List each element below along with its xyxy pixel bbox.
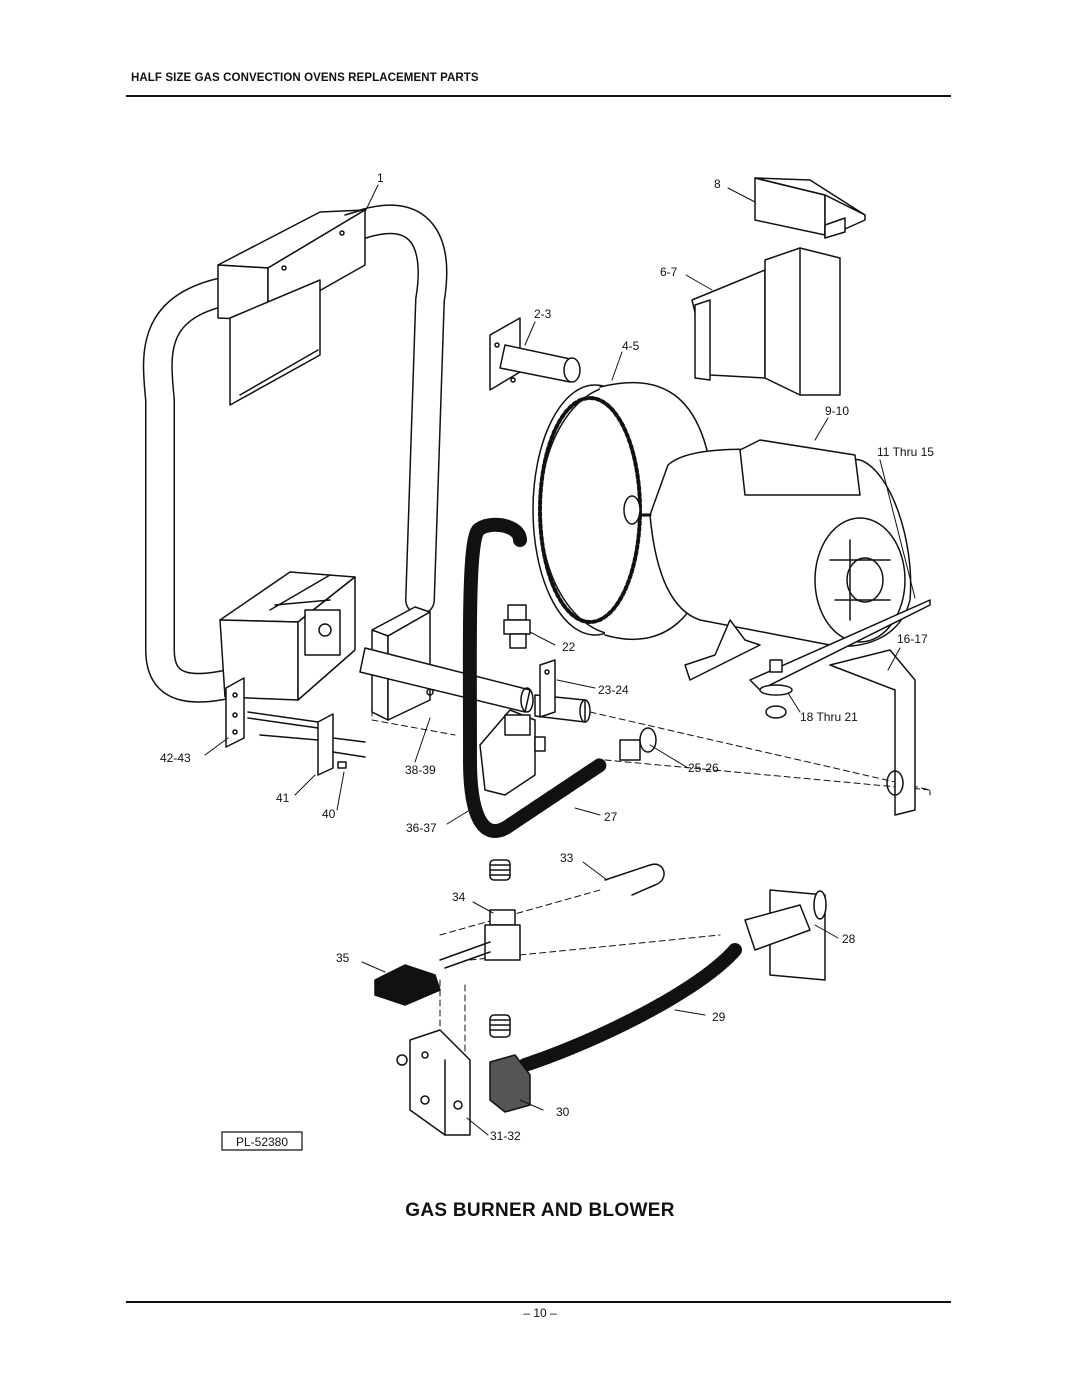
figure-caption: GAS BURNER AND BLOWER [405, 1200, 675, 1221]
bracket-42-43 [225, 677, 245, 748]
motor-cover-8 [754, 177, 866, 239]
callout-33: 33 [560, 851, 574, 865]
callout-23-24: 23-24 [598, 683, 629, 697]
burner-tube [142, 204, 448, 703]
pilot-valve-34 [439, 909, 521, 969]
callout-41: 41 [276, 791, 290, 805]
burner-box-upper [217, 209, 366, 406]
bracket-23-24 [539, 659, 556, 718]
page-number: – 10 – [523, 1306, 557, 1320]
callout-16-17: 16-17 [897, 632, 928, 646]
drawing-number-box [221, 1131, 303, 1151]
header-rule [126, 95, 951, 97]
footer-rule [126, 1301, 951, 1303]
gas-valve [479, 709, 546, 796]
flex-hose-29 [518, 943, 742, 1072]
callout-36-37: 36-37 [406, 821, 437, 835]
fitting-25-26 [619, 727, 657, 761]
callout-4-5: 4-5 [622, 339, 640, 353]
blower-motor [638, 439, 912, 647]
callout-27: 27 [604, 810, 618, 824]
page-header: HALF SIZE GAS CONVECTION OVENS REPLACEME… [126, 72, 951, 97]
callout-6-7: 6-7 [660, 265, 678, 279]
flex-hose-36-37 [462, 517, 607, 838]
callout-25-26: 25-26 [688, 761, 719, 775]
callout-8: 8 [714, 177, 721, 191]
motor-mount [684, 599, 931, 816]
callout-28: 28 [842, 932, 856, 946]
callout-42-43: 42-43 [160, 751, 191, 765]
motor-housing-6-7 [691, 247, 841, 396]
callout-leaders [204, 184, 916, 1136]
callout-22: 22 [562, 640, 576, 654]
mounting-bracket-31-32 [396, 1029, 471, 1136]
thermocouple-33 [604, 863, 665, 896]
header-title: HALF SIZE GAS CONVECTION OVENS REPLACEME… [131, 72, 479, 84]
compression-fitting-22 [503, 604, 531, 649]
callout-1: 1 [377, 171, 384, 185]
callout-38-39: 38-39 [405, 763, 436, 777]
callout-2-3: 2-3 [534, 307, 552, 321]
gas-inlet-28 [744, 889, 827, 981]
callout-11-thru-15: 11 Thru 15 [877, 445, 934, 459]
spring-upper [489, 859, 511, 881]
tube-2-3 [489, 317, 581, 391]
callout-40: 40 [322, 807, 336, 821]
callout-35: 35 [336, 951, 350, 965]
callout-9-10: 9-10 [825, 404, 849, 418]
callout-31-32: 31-32 [490, 1129, 521, 1143]
burner-box-lower [219, 571, 356, 701]
callout-34: 34 [452, 890, 466, 904]
fastener-stack [759, 659, 793, 719]
spring-lower [489, 1014, 511, 1038]
callout-18-thru-21: 18 Thru 21 [800, 710, 858, 724]
igniter-electrode [247, 711, 366, 776]
drawing-number: PL-52380 [236, 1135, 288, 1149]
callout-29: 29 [712, 1010, 726, 1024]
elbow-fitting-30 [489, 1054, 531, 1113]
blower-wheel [532, 381, 716, 641]
control-knob-35 [374, 964, 441, 1006]
callout-30: 30 [556, 1105, 570, 1119]
